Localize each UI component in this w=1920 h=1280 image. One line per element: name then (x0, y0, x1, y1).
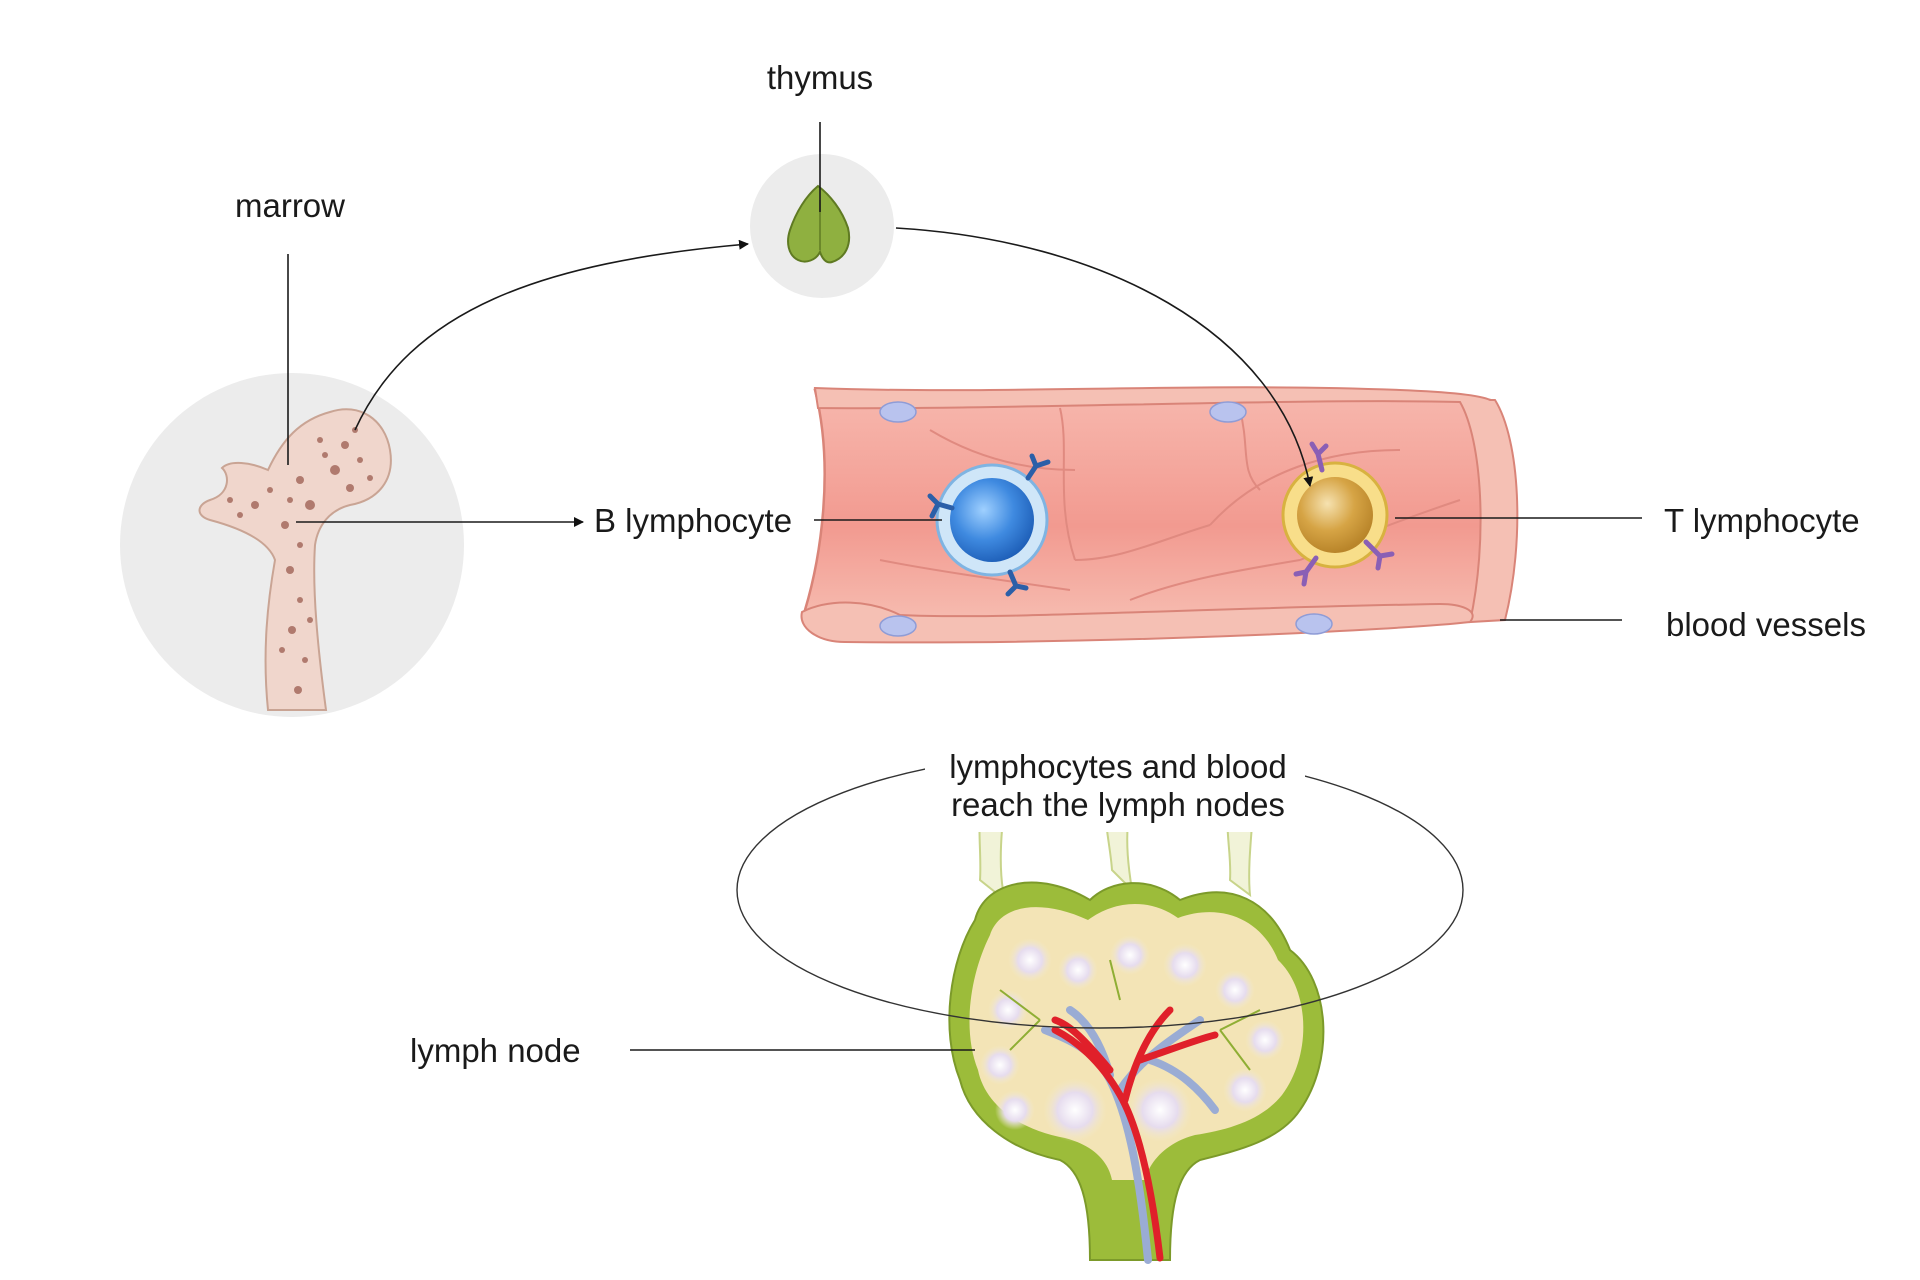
blood-vessel-illustration (800, 386, 1519, 644)
thymus-illustration (750, 154, 894, 298)
lymph-reach-label-backing (925, 740, 1305, 832)
b-cell-antibody-receptors (927, 453, 1051, 597)
marrow-label: marrow (235, 187, 345, 224)
t-cell-receptors (1293, 441, 1395, 587)
vessel-tube (802, 388, 1509, 640)
thymus-organ (787, 184, 851, 264)
lymph-node-label: lymph node (410, 1032, 581, 1069)
b-lymphocyte-cell (927, 453, 1051, 597)
lymph-node-illustration (948, 785, 1325, 1264)
lymph-reach-label-line2: reach the lymph nodes (951, 786, 1285, 823)
lymph-node-arteries (1051, 1006, 1219, 1262)
thymus-to-t-lymphocyte-arrow (895, 227, 1314, 487)
endothelial-nuclei (879, 401, 1333, 637)
lymph-reach-label-line1: lymphocytes and blood (949, 748, 1287, 785)
marrow-spots (227, 427, 373, 694)
blood-vessels-label: blood vessels (1666, 606, 1866, 643)
bone-marrow-illustration (120, 373, 464, 717)
lymph-trabeculae (999, 959, 1261, 1071)
t-lymphocyte-label: T lymphocyte (1664, 502, 1860, 539)
thymus-label: thymus (767, 59, 873, 96)
t-lymphocyte-cell (1281, 441, 1395, 587)
marrow-to-thymus-arrow (354, 239, 749, 431)
femur-bone (198, 408, 392, 711)
lymph-follicles (980, 935, 1285, 1142)
b-lymphocyte-label: B lymphocyte (594, 502, 792, 539)
